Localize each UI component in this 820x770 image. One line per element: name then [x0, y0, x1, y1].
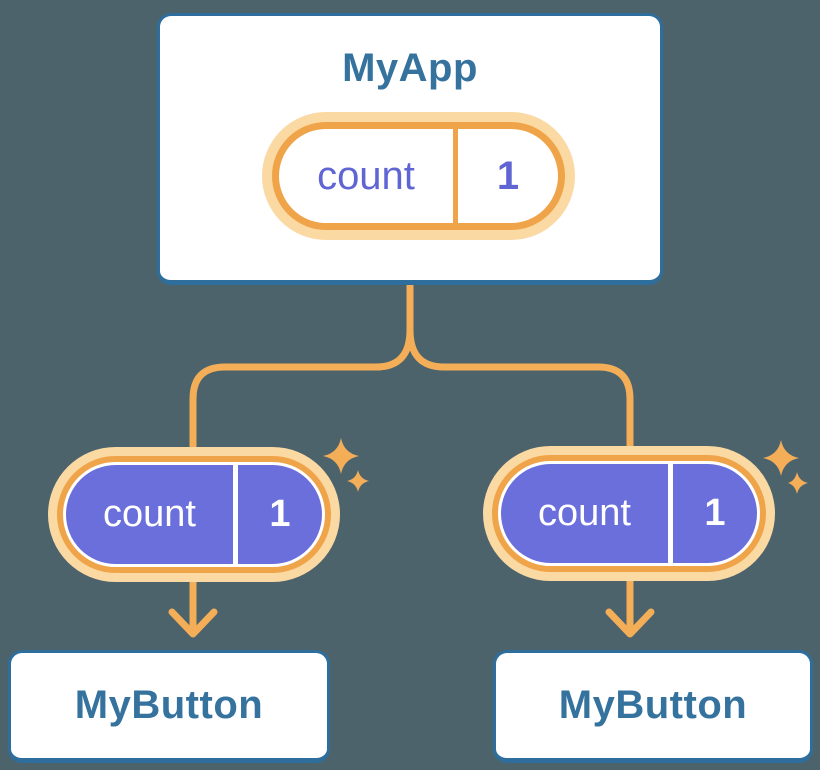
pill-divider	[233, 465, 238, 564]
state-name-label: count	[317, 153, 415, 198]
connector-root-to-right	[406, 280, 634, 564]
left-prop-pill: count 1	[48, 447, 340, 582]
sparkle-icon	[347, 470, 369, 492]
sparkle-icon	[323, 438, 359, 474]
left-prop-pill-core: count 1	[66, 465, 322, 564]
right-child-component-title: MyButton	[558, 683, 748, 727]
state-name-label: count	[103, 493, 196, 535]
pill-divider	[668, 464, 673, 563]
sparkle-icon	[763, 440, 799, 476]
left-child-component-title: MyButton	[74, 683, 264, 727]
right-arrow-down-icon	[605, 608, 655, 638]
state-name-label: count	[538, 492, 631, 534]
state-value: 1	[704, 492, 726, 534]
right-prop-pill-core: count 1	[501, 464, 757, 563]
right-prop-pill-ring: count 1	[492, 455, 766, 572]
root-state-pill: count 1	[262, 112, 575, 240]
right-prop-pill: count 1	[483, 446, 775, 581]
sparkle-icon	[788, 472, 808, 494]
left-prop-pill-ring: count 1	[57, 456, 331, 573]
right-child-component-card: MyButton	[493, 650, 813, 763]
state-value: 1	[269, 493, 291, 535]
left-arrow-down-icon	[168, 608, 218, 638]
left-child-component-card: MyButton	[8, 650, 330, 763]
pill-divider	[453, 129, 458, 223]
root-state-pill-ring: count 1	[272, 122, 565, 230]
root-component-title: MyApp	[342, 46, 478, 90]
state-value: 1	[496, 153, 520, 198]
